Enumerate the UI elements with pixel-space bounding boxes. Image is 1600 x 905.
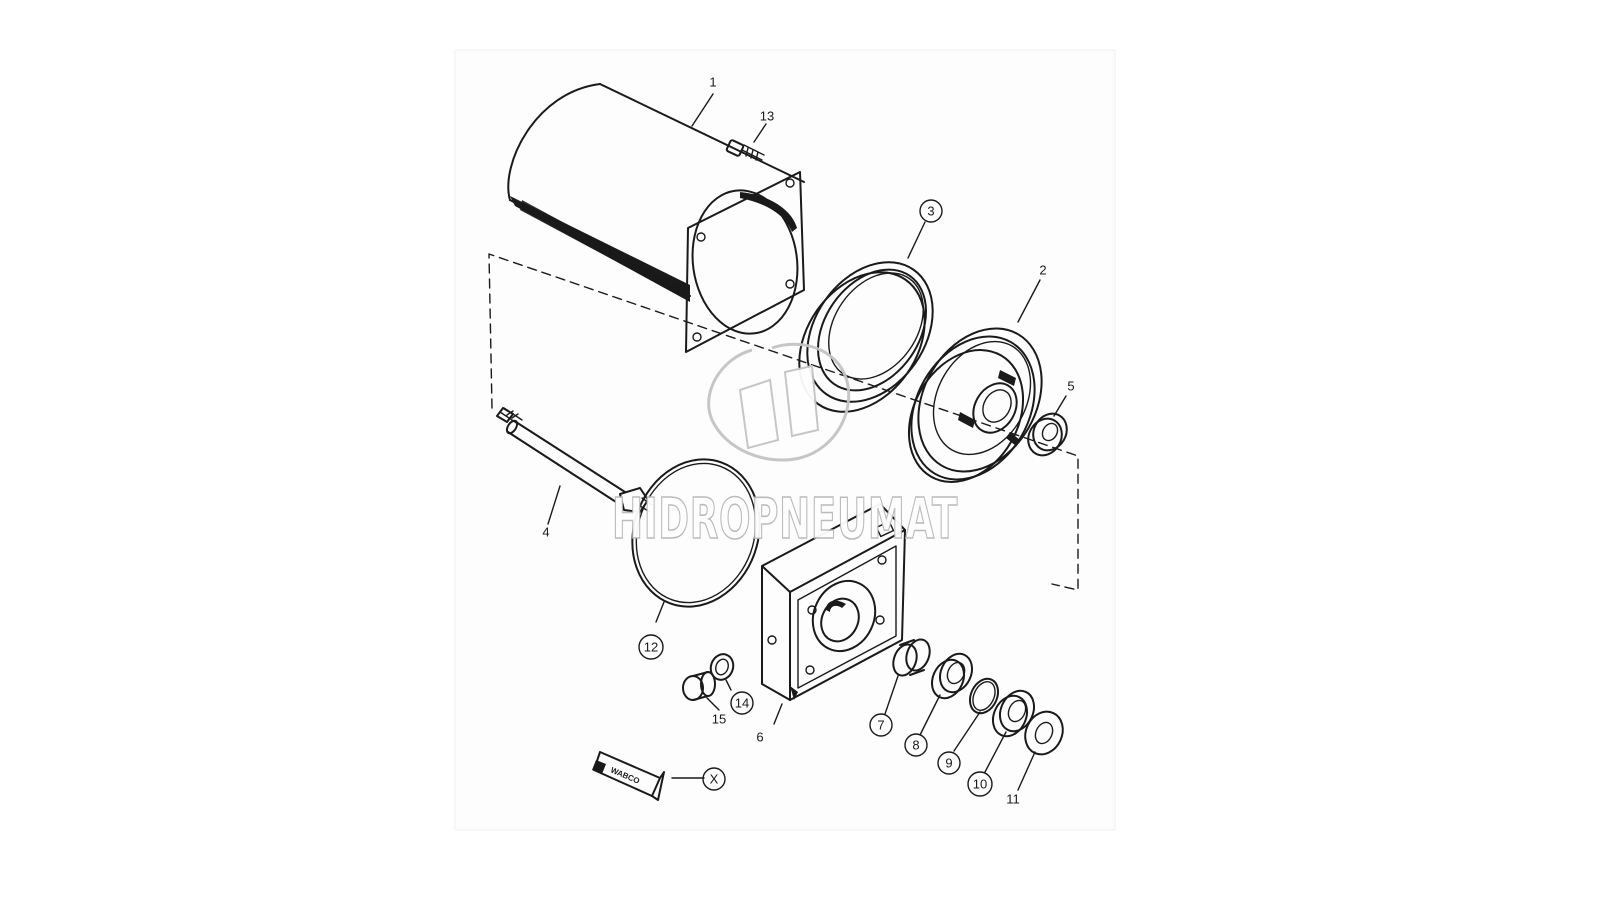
plug-washer [709, 653, 735, 681]
watermark-gear-body [738, 364, 820, 450]
part-14-label: 14 [735, 696, 749, 711]
callout-10: 10 [967, 771, 993, 797]
part-12-label: 12 [644, 640, 658, 655]
part-3-label: 3 [927, 204, 934, 219]
watermark-gear-outline [707, 342, 851, 462]
part-3-circle [919, 199, 943, 223]
watermark-text: HIDROPNEUMAT [612, 487, 958, 552]
callout-5: 5 [1067, 379, 1074, 394]
callout-6: 6 [756, 730, 763, 745]
cylinder-housing [507, 83, 805, 353]
piston [907, 327, 1043, 483]
leader-lines [547, 93, 1067, 791]
part-7-label: 7 [877, 718, 884, 733]
callout-14: 14 [730, 691, 754, 715]
callout-11: 11 [1006, 792, 1020, 807]
part-8-label: 8 [912, 738, 919, 753]
part-9-label: 9 [945, 756, 952, 771]
callout-labels: 1 2 3 4 5 6 7 8 9 10 [542, 75, 1074, 807]
bushing [892, 638, 931, 677]
assembly-line [488, 253, 1079, 591]
part-7-circle [869, 713, 893, 737]
flange-screw [725, 139, 765, 161]
end-cover [761, 503, 906, 701]
callout-4: 4 [542, 525, 549, 540]
callout-1: 1 [709, 75, 716, 90]
part-2-label: 2 [1039, 263, 1046, 278]
snap-ring [968, 677, 1000, 715]
callout-15: 15 [712, 712, 726, 727]
callout-9: 9 [937, 751, 961, 775]
callout-8: 8 [904, 733, 928, 757]
part-x-label: X [710, 772, 719, 787]
wiper-ring [991, 689, 1036, 738]
part-13-label: 13 [760, 109, 774, 124]
part-6-label: 6 [756, 730, 763, 745]
part-9-circle [937, 751, 961, 775]
piston-nut [1027, 412, 1068, 457]
part-4-label: 4 [542, 525, 549, 540]
callout-7: 7 [869, 713, 893, 737]
part-10-circle [967, 771, 993, 797]
part-1-label: 1 [709, 75, 716, 90]
callout-2: 2 [1039, 263, 1046, 278]
part-10-label: 10 [973, 777, 987, 792]
callout-3: 3 [919, 199, 943, 223]
watermark-logo [707, 342, 851, 462]
part-5-label: 5 [1067, 379, 1074, 394]
part-12-circle [638, 634, 664, 660]
callout-x: X [702, 767, 726, 791]
o-ring [631, 458, 761, 608]
part-14-circle [730, 691, 754, 715]
callout-13: 13 [760, 109, 774, 124]
part-15-label: 15 [712, 712, 726, 727]
part-x-circle [702, 767, 726, 791]
part-11-label: 11 [1006, 792, 1020, 807]
drain-plug [682, 671, 716, 701]
part-8-circle [904, 733, 928, 757]
watermark: HIDROPNEUMAT [611, 342, 958, 553]
callout-12: 12 [638, 634, 664, 660]
